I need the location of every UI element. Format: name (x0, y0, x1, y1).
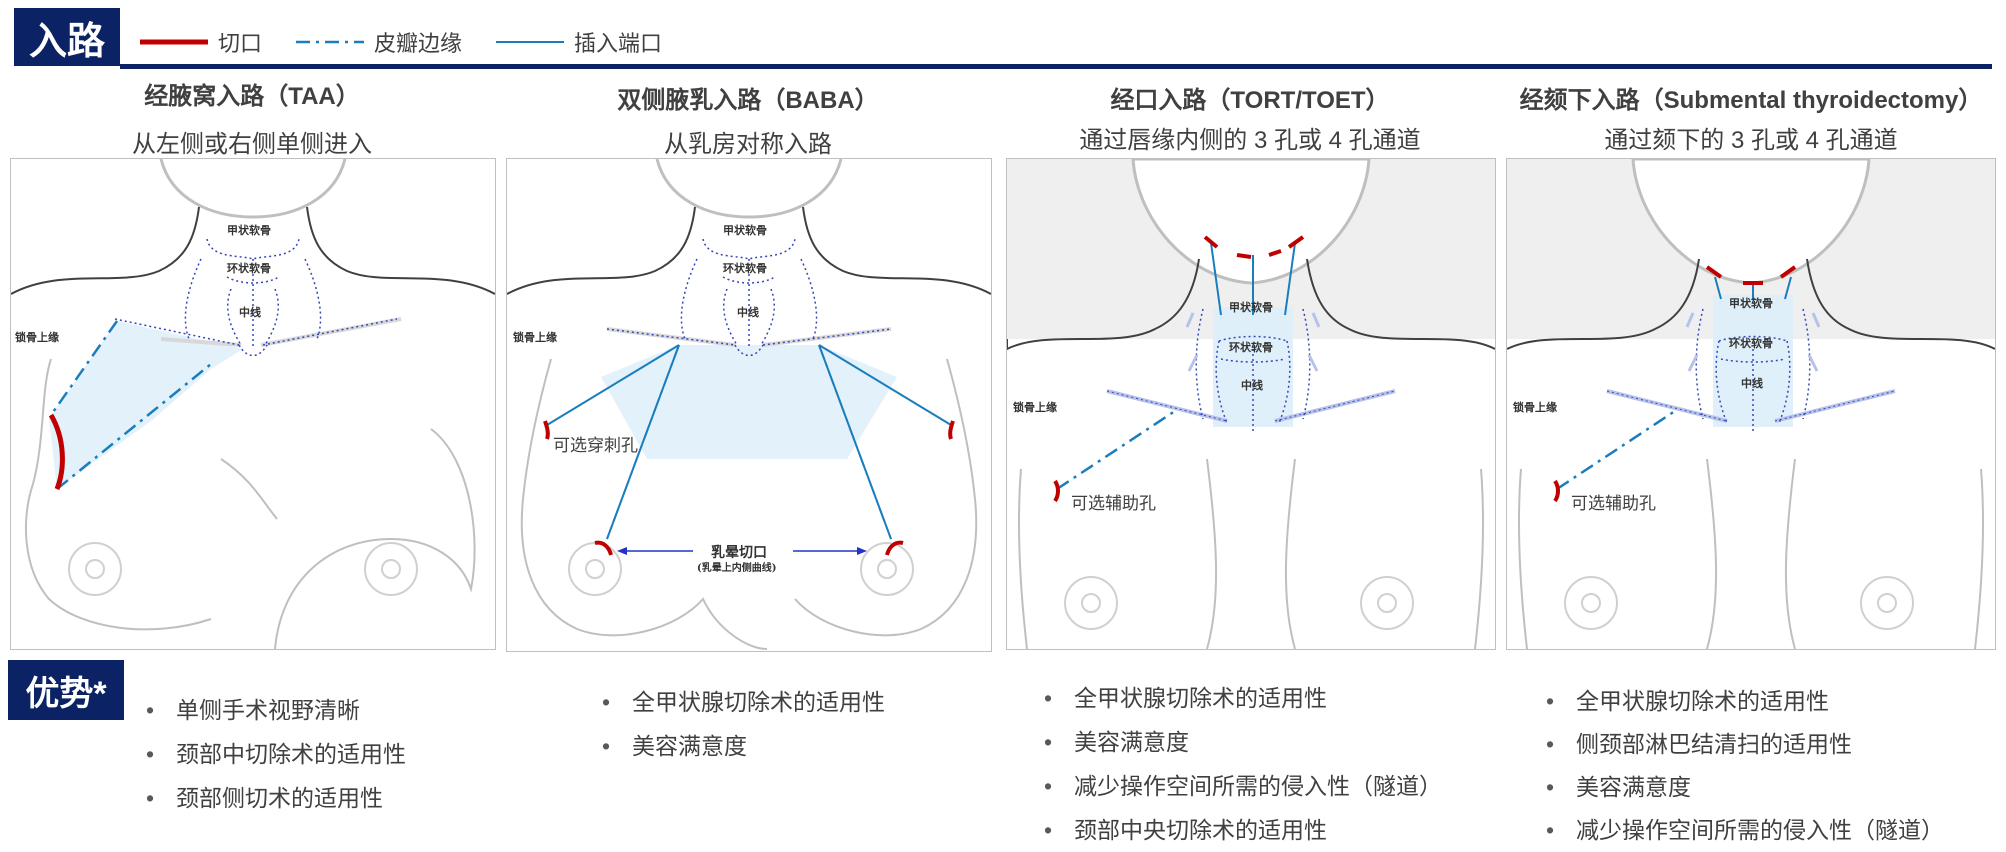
list-item: 美容满意度 (600, 724, 885, 768)
list-item: 美容满意度 (1544, 766, 1944, 809)
label-cricoid-cartilage: 环状软骨 (723, 261, 767, 275)
label-midline: 中线 (239, 305, 261, 319)
legend-label: 切口 (218, 31, 263, 56)
advantages-list-baba: 全甲状腺切除术的适用性 美容满意度 (600, 680, 885, 768)
diagram-tort: 甲状软骨 环状软骨 中线 锁骨上缘 可选辅助孔 (1006, 158, 1496, 650)
list-item: 单侧手术视野清晰 (144, 688, 406, 732)
label-clavicle: 锁骨上缘 (1013, 400, 1057, 414)
label-thyroid-cartilage: 甲状软骨 (1229, 300, 1273, 314)
label-midline: 中线 (1241, 378, 1263, 392)
incision-line-icon (140, 39, 208, 45)
legend-label: 皮瓣边缘 (374, 31, 463, 56)
panel-title-submental: 经颏下入路（Submental thyroidectomy） (1519, 87, 1983, 114)
advantages-list-tort: 全甲状腺切除术的适用性 美容满意度 减少操作空间所需的侵入性（隧道） 颈部中央切… (1042, 676, 1442, 852)
label-midline: 中线 (1741, 376, 1763, 390)
panel-subtitle-tort: 通过唇缘内侧的 3 孔或 4 孔通道 (1079, 127, 1421, 154)
section-tag: 入路 (14, 8, 120, 66)
legend-item-port: 插入端口 (494, 26, 662, 58)
legend: 切口 皮瓣边缘 插入端口 (138, 22, 694, 62)
label-areola-curve: (乳晕上内侧曲线) (697, 561, 776, 574)
solid-line-icon (496, 41, 565, 43)
list-item: 美容满意度 (1042, 720, 1442, 764)
advantages-list-submental: 全甲状腺切除术的适用性 侧颈部淋巴结清扫的适用性 美容满意度 减少操作空间所需的… (1544, 680, 1944, 852)
advantages-list-taa: 单侧手术视野清晰 颈部中切除术的适用性 颈部侧切术的适用性 (144, 688, 406, 820)
panel-title-tort: 经口入路（TORT/TOET） (1110, 87, 1390, 114)
diagram-baba: 甲状软骨 环状软骨 中线 锁骨上缘 可选穿刺孔 乳晕切口 (乳晕上内侧曲线) (506, 158, 992, 652)
legend-label: 插入端口 (574, 31, 663, 56)
panel-title-baba: 双侧腋乳入路（BABA） (617, 87, 879, 114)
list-item: 颈部侧切术的适用性 (144, 776, 406, 820)
dash-dot-line-icon (296, 40, 365, 44)
label-thyroid-cartilage: 甲状软骨 (723, 223, 767, 237)
label-areola-incision: 乳晕切口 (711, 544, 767, 561)
list-item: 全甲状腺切除术的适用性 (1042, 676, 1442, 720)
label-clavicle: 锁骨上缘 (15, 330, 59, 344)
panel-subtitle-taa: 从左侧或右侧单侧进入 (132, 131, 372, 158)
legend-item-incision: 切口 (138, 26, 262, 58)
list-item: 全甲状腺切除术的适用性 (600, 680, 885, 724)
label-cricoid-cartilage: 环状软骨 (227, 261, 271, 275)
panel-subtitle-submental: 通过颏下的 3 孔或 4 孔通道 (1604, 127, 1898, 154)
list-item: 颈部中切除术的适用性 (144, 732, 406, 776)
list-item: 侧颈部淋巴结清扫的适用性 (1544, 723, 1944, 766)
list-item: 减少操作空间所需的侵入性（隧道） (1042, 764, 1442, 808)
list-item: 全甲状腺切除术的适用性 (1544, 680, 1944, 723)
advantage-tag: 优势* (8, 660, 124, 720)
label-midline: 中线 (737, 305, 759, 319)
panel-subtitle-baba: 从乳房对称入路 (664, 131, 832, 158)
label-thyroid-cartilage: 甲状软骨 (1729, 296, 1773, 310)
label-optional-assist-port: 可选辅助孔 (1571, 494, 1656, 513)
list-item: 减少操作空间所需的侵入性（隧道） (1544, 809, 1944, 852)
legend-item-flap: 皮瓣边缘 (294, 26, 462, 58)
diagram-taa: 甲状软骨 环状软骨 中线 锁骨上缘 (10, 158, 496, 650)
label-clavicle: 锁骨上缘 (513, 330, 557, 344)
label-optional-assist-port: 可选辅助孔 (1071, 494, 1156, 513)
label-clavicle: 锁骨上缘 (1513, 400, 1557, 414)
label-thyroid-cartilage: 甲状软骨 (227, 223, 271, 237)
header-rule (120, 64, 1992, 69)
label-cricoid-cartilage: 环状软骨 (1729, 336, 1773, 350)
label-optional-puncture: 可选穿刺孔 (553, 436, 638, 455)
panel-title-taa: 经腋窝入路（TAA） (144, 83, 360, 110)
label-cricoid-cartilage: 环状软骨 (1229, 340, 1273, 354)
diagram-submental: 甲状软骨 环状软骨 中线 锁骨上缘 可选辅助孔 (1506, 158, 1996, 650)
list-item: 颈部中央切除术的适用性 (1042, 808, 1442, 852)
